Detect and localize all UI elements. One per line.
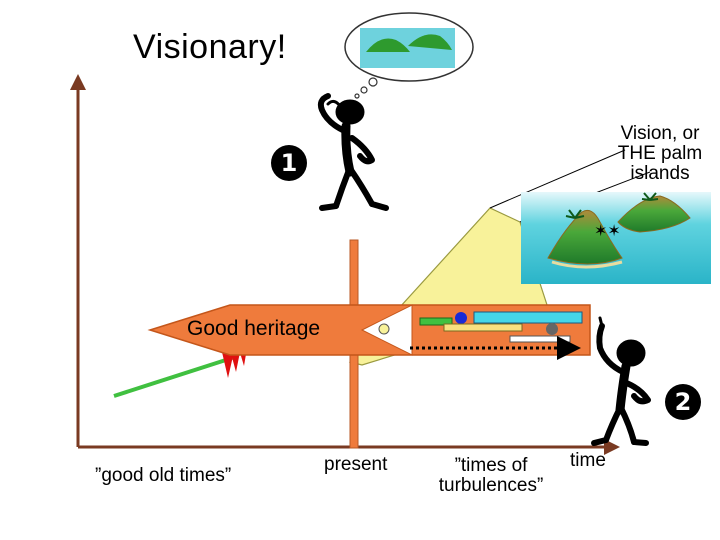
past-green-line bbox=[113, 356, 233, 398]
vision-pointer-line bbox=[489, 149, 626, 209]
development-bar-yellow bbox=[443, 323, 523, 332]
heritage-label: Good heritage bbox=[187, 317, 321, 340]
heritage-dot bbox=[378, 323, 390, 335]
thought-bubble bbox=[344, 12, 474, 99]
stars-icon: ✶✶ bbox=[594, 221, 621, 240]
times-of-turbulences-label: ”times of turbulences” bbox=[438, 455, 544, 496]
development-bar-cyan bbox=[473, 311, 583, 324]
thinking-figure-icon bbox=[317, 93, 389, 211]
pointing-figure-icon bbox=[591, 316, 651, 446]
good-old-times-label: ”good old times” bbox=[95, 465, 232, 486]
x-axis-arrow bbox=[604, 439, 620, 455]
development-dot-blue bbox=[455, 312, 467, 324]
diagram-title: Visionary! bbox=[133, 28, 287, 66]
marker-two-badge: 2 bbox=[665, 384, 701, 420]
time-axis-label: time bbox=[570, 450, 606, 471]
palm-islands-picture: ✶✶ bbox=[521, 192, 711, 284]
present-label: present bbox=[324, 454, 388, 475]
development-dot-gray bbox=[546, 323, 558, 335]
vision-label: Vision, or THE palm islands bbox=[617, 123, 703, 184]
development-bar-white bbox=[509, 335, 571, 343]
marker-one-badge: 1 bbox=[271, 145, 307, 181]
y-axis-arrow bbox=[70, 74, 86, 90]
development-bar-green bbox=[419, 317, 453, 326]
